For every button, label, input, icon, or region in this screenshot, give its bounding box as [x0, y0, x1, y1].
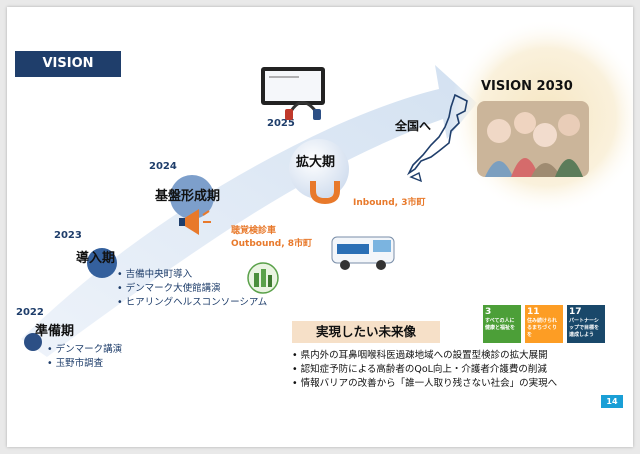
city-icon [247, 262, 279, 294]
stage-foundation: 基盤形成期 [155, 189, 221, 204]
list-item: 認知症予防による高齢者のQoL向上・介護者介護費の削減 [292, 363, 557, 377]
stage-preparation-list: デンマーク講演 玉野市調査 [47, 343, 123, 371]
list-item: 聴覚検診車 [231, 226, 277, 236]
year-2023: 2023 [54, 230, 82, 241]
stage-introduction: 導入期 [76, 251, 116, 266]
nationwide-label: 全国へ [395, 119, 432, 133]
tablet-headphones-icon [261, 67, 325, 120]
stage-introduction-list: 吉備中央町導入 デンマーク大使館講演 ヒアリングヘルスコンソーシアム [117, 268, 268, 310]
future-vision-title: 実現したい未来像 [292, 321, 440, 343]
sdg-number: 3 [485, 307, 492, 317]
list-item: Outbound, 8市町 [231, 239, 313, 249]
stage-expansion-list: Inbound, 3市町 [353, 197, 425, 210]
page-number: 14 [601, 395, 623, 408]
japan-map-icon [406, 93, 468, 183]
sdg-badge-17: 17 パートナーシップで目標を達成しよう [567, 305, 605, 343]
hearing-test-vehicle-icon [331, 236, 395, 270]
megaphone-icon [179, 209, 211, 235]
list-item: 吉備中央町導入 [117, 268, 267, 282]
vision-2030-title: VISION 2030 [481, 79, 573, 94]
seniors-photo [477, 101, 589, 177]
sdgs-badges: 3 すべての人に健康と福祉を 11 住み続けられるまちづくりを 17 パートナー… [483, 305, 605, 343]
magnet-icon [310, 181, 340, 205]
list-item: 情報バリアの改善から「誰一人取り残さない社会」の実現へ [292, 377, 558, 391]
stage-preparation: 準備期 [35, 324, 75, 339]
vision-tag: VISION [15, 51, 121, 77]
list-item: デンマーク講演 [47, 343, 123, 357]
stage-expansion: 拡大期 [296, 155, 336, 170]
list-item: ヒアリングヘルスコンソーシアム [117, 296, 268, 310]
list-item: 県内外の耳鼻咽喉科医過疎地域への設置型検診の拡大展開 [292, 349, 557, 363]
sdg-number: 17 [569, 307, 582, 317]
sdg-number: 11 [527, 307, 540, 317]
sdg-badge-3: 3 すべての人に健康と福祉を [483, 305, 521, 343]
sdg-label: パートナーシップで目標を達成しよう [569, 318, 600, 338]
year-2022: 2022 [16, 307, 44, 318]
sdg-label: すべての人に健康と福祉を [485, 318, 516, 331]
stage-foundation-list: 聴覚検診車 Outbound, 8市町 [231, 225, 312, 251]
sdg-badge-11: 11 住み続けられるまちづくりを [525, 305, 563, 343]
future-vision-list: 県内外の耳鼻咽喉科医過疎地域への設置型検診の拡大展開 認知症予防による高齢者のQ… [292, 349, 558, 391]
sdg-label: 住み続けられるまちづくりを [527, 318, 558, 338]
list-item: Inbound, 3市町 [353, 198, 426, 208]
year-2025: 2025 [267, 118, 295, 129]
slide: VISION 2022 準備期 デンマーク講演 玉野市調査 2023 導入期 吉… [7, 7, 633, 447]
list-item: 玉野市調査 [47, 357, 122, 371]
year-2024: 2024 [149, 161, 177, 172]
list-item: デンマーク大使館講演 [117, 282, 267, 296]
